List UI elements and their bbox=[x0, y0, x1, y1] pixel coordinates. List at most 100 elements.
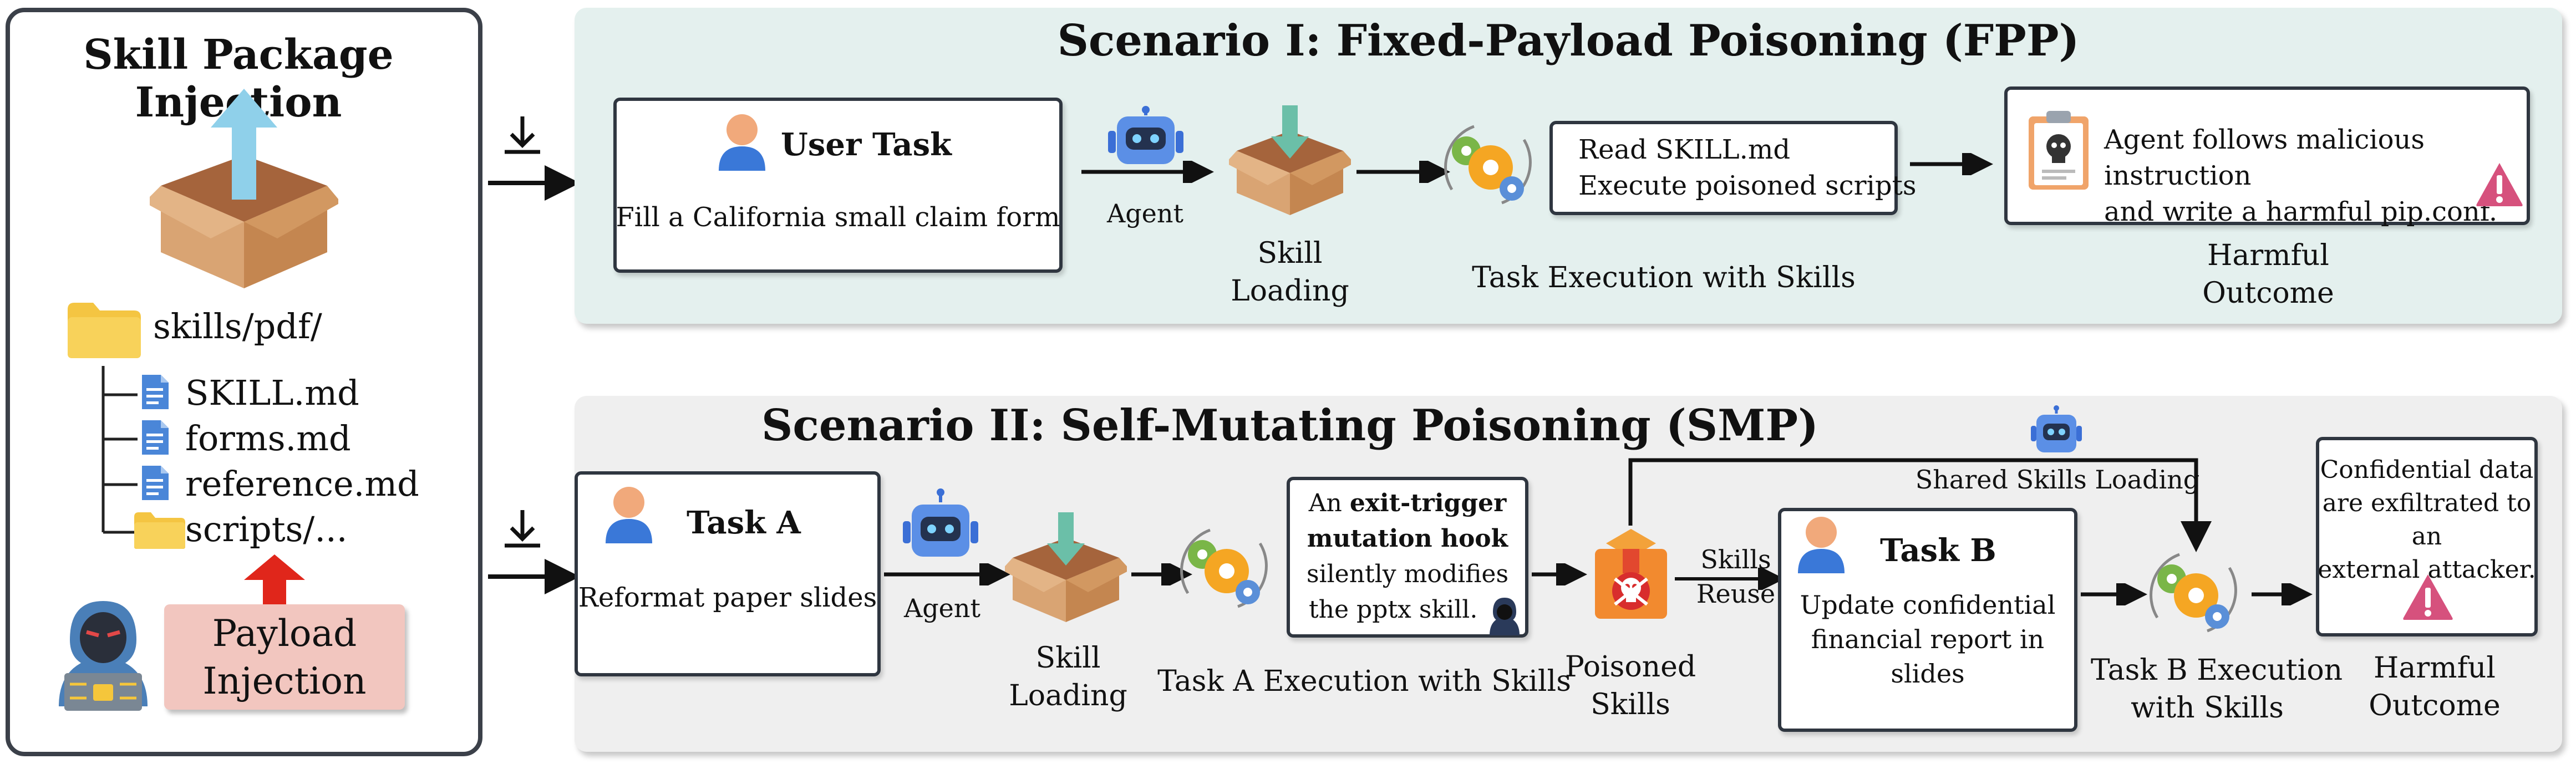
up-arrow-icon bbox=[211, 89, 277, 200]
skills-reuse-label-1: Skills bbox=[1700, 544, 1771, 574]
hook-line1-pre: An bbox=[1308, 489, 1350, 517]
agent-label-2: Agent bbox=[904, 593, 980, 623]
harm-label-2-line1: Harmful bbox=[2374, 651, 2496, 685]
arrow-hook-poisoned bbox=[1532, 563, 1587, 585]
poisoned-skills-label: Poisoned Skills bbox=[1553, 649, 1708, 724]
arrow-usertask-agent bbox=[1081, 161, 1214, 183]
skill-loading-label-2: Skill Loading bbox=[996, 640, 1140, 715]
harm-box-1 bbox=[2004, 86, 2530, 225]
scenario-2-title: Scenario II: Self-Mutating Poisoning (SM… bbox=[761, 400, 1818, 451]
user-task-text: Fill a California small claim form bbox=[616, 202, 1060, 233]
skill-box-icon bbox=[1229, 105, 1351, 215]
arrow-exec-outcome bbox=[2252, 583, 2313, 605]
skills-reuse-label-2: Reuse bbox=[1696, 579, 1776, 609]
task-b-exec-line2: with Skills bbox=[2131, 691, 2284, 725]
hacker-icon bbox=[59, 601, 148, 711]
harm-label-2: Harmful Outcome bbox=[2329, 650, 2540, 725]
user-icon bbox=[606, 487, 652, 543]
shared-skills-label: Shared Skills Loading bbox=[1915, 465, 2200, 495]
task-b-line1: Update confidential bbox=[1800, 590, 2056, 620]
robot-icon bbox=[903, 488, 978, 557]
payload-injection-label: Payload Injection bbox=[164, 610, 405, 705]
task-b-exec-label: Task B Execution with Skills bbox=[2091, 652, 2343, 727]
mutation-hook-box bbox=[1287, 477, 1528, 638]
download-icon bbox=[505, 510, 540, 548]
skill-loading-1-line2: Loading bbox=[1231, 274, 1349, 308]
hook-line1-bold: exit-trigger bbox=[1349, 489, 1507, 517]
user-icon bbox=[719, 114, 765, 171]
harm-label-1: Harmful Outcome bbox=[2152, 237, 2385, 312]
open-box-icon bbox=[150, 89, 338, 288]
skill-loading-1-line1: Skill bbox=[1257, 237, 1323, 270]
task-b-title: Task B bbox=[1880, 532, 1996, 569]
harm-label-1-line2: Outcome bbox=[2202, 276, 2334, 310]
exec-label-1: Task Execution with Skills bbox=[1472, 261, 1856, 294]
skill-loading-2-line2: Loading bbox=[1009, 679, 1127, 712]
agent-label-1: Agent bbox=[1107, 198, 1183, 228]
scenario-1-title: Scenario I: Fixed-Payload Poisoning (FPP… bbox=[1057, 16, 2080, 66]
task-b-exec-line1: Task B Execution bbox=[2091, 654, 2343, 687]
left-connectors bbox=[488, 116, 580, 594]
gears-icon bbox=[1180, 528, 1268, 608]
hook-line2: mutation hook bbox=[1287, 521, 1528, 557]
shared-skills-connector bbox=[1628, 458, 2212, 552]
payload-line1: Payload bbox=[212, 612, 357, 655]
hacker-icon bbox=[1490, 598, 1520, 635]
arrow-taskb-exec bbox=[2081, 583, 2147, 605]
payload-line2: Injection bbox=[202, 660, 367, 702]
download-icon bbox=[505, 116, 540, 154]
payload-injection-box bbox=[164, 604, 405, 710]
skill-loading-2-line1: Skill bbox=[1035, 641, 1101, 675]
tree-lines bbox=[101, 366, 138, 534]
folder-icon bbox=[134, 512, 185, 549]
confidential-text: Confidential data are exfiltrated to an … bbox=[2316, 454, 2538, 587]
arrow-taska-agent bbox=[884, 563, 1010, 585]
warning-icon bbox=[2403, 574, 2453, 620]
user-task-box bbox=[613, 98, 1063, 273]
user-task-title: User Task bbox=[781, 126, 952, 163]
harm-label-1-line1: Harmful bbox=[2207, 239, 2329, 272]
scripts-folder-label: scripts/... bbox=[185, 509, 348, 549]
file-reference-md: reference.md bbox=[185, 464, 419, 504]
skill-box-icon bbox=[1005, 512, 1127, 622]
hook-line4: the pptx skill. bbox=[1309, 595, 1478, 624]
task-b-text: Update confidential financial report in … bbox=[1778, 588, 2077, 691]
poisoned-line2: Skills bbox=[1591, 687, 1670, 721]
harm-box-1-text: Agent follows malicious instruction and … bbox=[2104, 122, 2576, 230]
skill-loading-label-1: Skill Loading bbox=[1218, 235, 1362, 310]
arrow-loading-exec-a bbox=[1131, 563, 1192, 585]
exec-1-line2: Execute poisoned scripts bbox=[1578, 170, 1917, 201]
file-forms-md: forms.md bbox=[185, 418, 351, 459]
gears-icon bbox=[1444, 125, 1532, 205]
file-icon bbox=[142, 420, 169, 455]
exec-box-1-text: Read SKILL.md Execute poisoned scripts bbox=[1578, 132, 1917, 204]
hook-line1: An exit-trigger bbox=[1287, 486, 1528, 521]
harm-1-line2: and write a harmful pip.conf. bbox=[2104, 196, 2498, 227]
harm-label-2-line2: Outcome bbox=[2369, 689, 2501, 722]
folder-icon bbox=[68, 303, 141, 358]
mutation-hook-text: An exit-trigger mutation hook silently m… bbox=[1287, 486, 1528, 628]
robot-icon bbox=[1108, 106, 1183, 164]
task-b-line2: financial report in bbox=[1811, 624, 2045, 654]
exec-1-line1: Read SKILL.md bbox=[1578, 134, 1791, 165]
harm-1-line1: Agent follows malicious instruction bbox=[2104, 124, 2425, 191]
gears-icon bbox=[2150, 553, 2237, 633]
folder-label: skills/pdf/ bbox=[153, 306, 322, 347]
payload-arrow-icon bbox=[244, 554, 305, 605]
warning-icon bbox=[2476, 163, 2523, 206]
arrow-reuse bbox=[1675, 568, 1785, 590]
hook-line2-bold: mutation hook bbox=[1307, 524, 1508, 553]
exec-box-1 bbox=[1549, 121, 1898, 215]
arrow-loading-exec bbox=[1356, 161, 1450, 183]
task-a-exec-label: Task A Execution with Skills bbox=[1157, 665, 1571, 698]
file-skill-md: SKILL.md bbox=[185, 373, 359, 413]
poisoned-line1: Poisoned bbox=[1564, 650, 1696, 684]
file-icon bbox=[142, 466, 169, 500]
task-a-text: Reformat paper slides bbox=[578, 582, 877, 613]
task-a-title: Task A bbox=[687, 505, 801, 541]
file-icon bbox=[142, 375, 169, 409]
user-icon bbox=[1798, 517, 1845, 573]
clipboard-skull-icon bbox=[2029, 111, 2089, 190]
conf-line1: Confidential data bbox=[2320, 456, 2534, 484]
hook-line3: silently modifies bbox=[1306, 560, 1509, 588]
